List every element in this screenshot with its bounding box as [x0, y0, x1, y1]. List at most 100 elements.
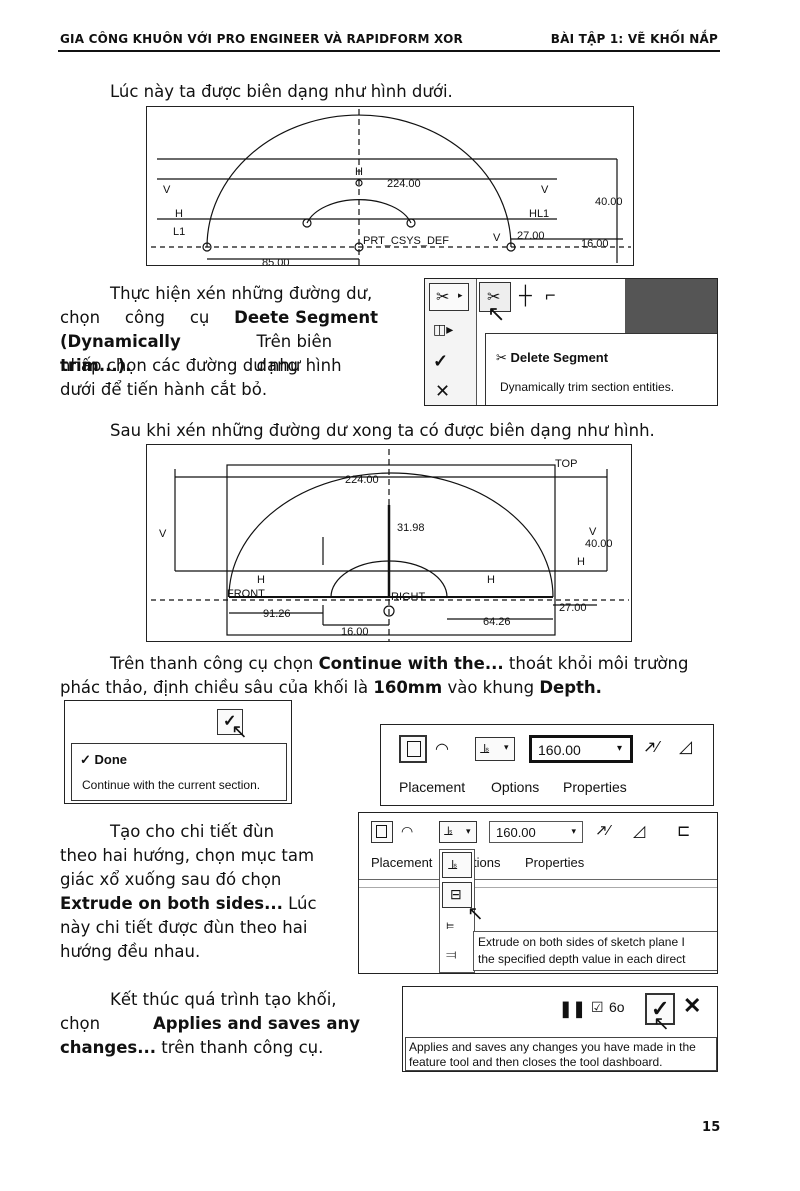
right-datum-label: RIGHT	[391, 591, 426, 603]
depth-input[interactable]: 160.00 ▾	[529, 735, 633, 763]
remove-material-icon[interactable]: ◿	[679, 737, 693, 756]
menu-item-blind[interactable]: ⫡	[442, 852, 472, 878]
blind-icon: ⫡	[448, 856, 458, 872]
constraint-h-right: H	[487, 574, 495, 586]
depth-input-value: 160.00	[496, 825, 536, 840]
constraint-hl1-right: HL1	[529, 208, 549, 220]
mouse-cursor-icon: ↖	[487, 301, 506, 326]
divide-icon[interactable]: ┼	[519, 285, 532, 305]
mouse-cursor-icon: ↖	[467, 903, 484, 925]
dim-31-98: 31.98	[397, 522, 425, 534]
p2-line-3-rest: Trên biên dạng	[256, 332, 333, 375]
p5-extrude-both-label: Extrude on both sides...	[60, 894, 283, 913]
surface-icon[interactable]: ◠	[435, 741, 449, 758]
menu-item-symmetric[interactable]: ⊟	[442, 882, 472, 908]
mirror-icon[interactable]: ◫▸	[433, 321, 454, 337]
p2-line-1: Thực hiện xén những đường dư,	[110, 284, 373, 303]
dim-40: 40.00	[595, 196, 623, 208]
constraint-l1-left: L1	[173, 226, 185, 238]
cancel-icon[interactable]: ✕	[683, 993, 702, 1018]
thicken-icon[interactable]: ⊏	[677, 823, 691, 840]
constraint-v-right: V	[589, 526, 597, 538]
p2-word-cu: cụ	[189, 308, 210, 327]
symmetric-tooltip-line-1: Extrude on both sides of sketch plane I	[478, 935, 685, 949]
apply-tooltip-line-2: feature tool and then closes the tool da…	[409, 1055, 663, 1069]
solid-icon	[376, 825, 387, 838]
running-header-left: GIA CÔNG KHUÔN VỚI PRO ENGINEER VÀ RAPID…	[60, 32, 463, 46]
p5-line-3: giác xổ xuống sau đó chọn	[60, 870, 282, 889]
p4-line-2: phác thảo, định chiều sâu của khối là 16…	[60, 676, 602, 700]
top-datum-label: TOP	[555, 458, 577, 470]
p5-line-6: hướng đều nhau.	[60, 942, 201, 961]
p4-depth-label: Depth.	[539, 678, 602, 697]
tab-placement[interactable]: Placement	[371, 855, 433, 870]
dashboard-divider	[359, 879, 717, 880]
done-tooltip-description: Continue with the current section.	[82, 778, 261, 792]
p6-line-1: Kết thúc quá trình tạo khối,	[110, 990, 337, 1009]
chevron-down-icon: ▾	[504, 742, 509, 752]
paragraph-3: Sau khi xén những đường dư xong ta có đư…	[110, 421, 655, 440]
tab-options-partial[interactable]: tions	[473, 855, 501, 870]
constraint-h-left: H	[175, 208, 183, 220]
menu-item-to-next[interactable]: ⫢	[446, 916, 455, 932]
p6-apply-label: Applies and saves any	[153, 1014, 360, 1033]
pause-icon[interactable]: ❚❚	[559, 1001, 586, 1018]
blind-depth-icon: ⫡	[480, 740, 490, 756]
symmetric-tooltip-line-2: the specified depth value in each direct	[478, 952, 686, 966]
dim-16: 16.00	[341, 626, 369, 638]
apply-check-icon: ✓	[651, 996, 670, 1021]
dark-background-area	[625, 279, 717, 333]
solid-button[interactable]	[371, 821, 393, 843]
p2-tool-desc: (Dynamically trim...).	[60, 332, 181, 375]
verify-checkbox-icon[interactable]: ☑	[591, 999, 604, 1015]
preview-glasses-icon[interactable]: 6o	[609, 999, 625, 1015]
p2-line-3: (Dynamically trim...). Trên biên dạng	[60, 330, 378, 378]
trim-toolbar-screenshot: ✂ ▸ ◫▸ ✓ ✕ ✂ ┼ ⌐ ↖ ✂ Delete Segment Dyna…	[424, 278, 718, 406]
p2-line-4: nhấp chọn các đường dư như hình	[60, 356, 342, 375]
done-button[interactable]: ✓	[217, 709, 243, 735]
tab-properties[interactable]: Properties	[563, 779, 627, 795]
solid-icon	[407, 741, 421, 757]
menu-item-through-all[interactable]: ⫤	[446, 946, 457, 962]
dim-224: 224.00	[387, 178, 421, 190]
solid-button[interactable]	[399, 735, 427, 763]
sketch-2-drawing: TOP 224.00 31.98 40.00 91.26 64.26 16.00…	[151, 449, 629, 641]
tab-properties[interactable]: Properties	[525, 855, 585, 870]
done-button-screenshot: ✓ ↖ ✓ Done Continue with the current sec…	[64, 700, 292, 804]
delete-segment-button[interactable]: ✂	[479, 282, 511, 312]
surface-icon[interactable]: ◠	[401, 823, 414, 839]
sketch-1-drawing: 224.00 40.00 27.00 16.00 85.00 PRT_CSYS_…	[151, 109, 631, 265]
constraint-h-left: H	[257, 574, 265, 586]
constraint-v-left: V	[163, 184, 171, 196]
p2-tool-name: Deete Segment	[234, 308, 378, 327]
depth-input[interactable]: 160.00 ▾	[489, 821, 583, 843]
p6-word-chon: chọn	[60, 1014, 101, 1033]
depth-option-dropdown[interactable]: ⫡ ▾	[475, 737, 515, 761]
depth-option-dropdown[interactable]: ⫡ ▾	[439, 821, 477, 843]
apply-button[interactable]: ✓	[645, 993, 675, 1025]
trim-flyout-button[interactable]: ✂ ▸	[429, 283, 469, 311]
p4-depth-value: 160mm	[373, 678, 443, 697]
checkmark-icon[interactable]: ✓	[433, 351, 449, 371]
corner-icon[interactable]: ⌐	[545, 285, 556, 305]
p2-word-cong: công	[124, 308, 166, 327]
tooltip-check-icon: ✓	[80, 752, 91, 767]
p6-line-3: changes... trên thanh công cụ.	[60, 1036, 323, 1060]
sketch-figure-2: TOP 224.00 31.98 40.00 91.26 64.26 16.00…	[146, 444, 632, 642]
remove-material-icon[interactable]: ◿	[633, 823, 646, 840]
delete-segment-icon: ✂	[487, 289, 501, 306]
flip-direction-icon[interactable]: ↗⁄	[595, 822, 611, 839]
sketch-figure-1: 224.00 40.00 27.00 16.00 85.00 PRT_CSYS_…	[146, 106, 634, 266]
dim-40: 40.00	[585, 538, 613, 550]
close-icon[interactable]: ✕	[435, 381, 451, 401]
p2-line-5: dưới để tiến hành cắt bỏ.	[60, 380, 268, 399]
dashboard-divider-2	[359, 887, 717, 888]
depth-input-value: 160.00	[538, 742, 581, 758]
p4-text-d: phác thảo, định chiều sâu của khối là	[60, 678, 369, 697]
tooltip-trim-icon: ✂	[496, 350, 507, 365]
tab-placement[interactable]: Placement	[399, 779, 466, 795]
flip-direction-icon[interactable]: ↗⁄	[643, 739, 660, 756]
tab-options[interactable]: Options	[491, 779, 540, 795]
flyout-arrow-icon: ▸	[458, 290, 463, 300]
p5-line-1: Tạo cho chi tiết đùn	[110, 822, 275, 841]
